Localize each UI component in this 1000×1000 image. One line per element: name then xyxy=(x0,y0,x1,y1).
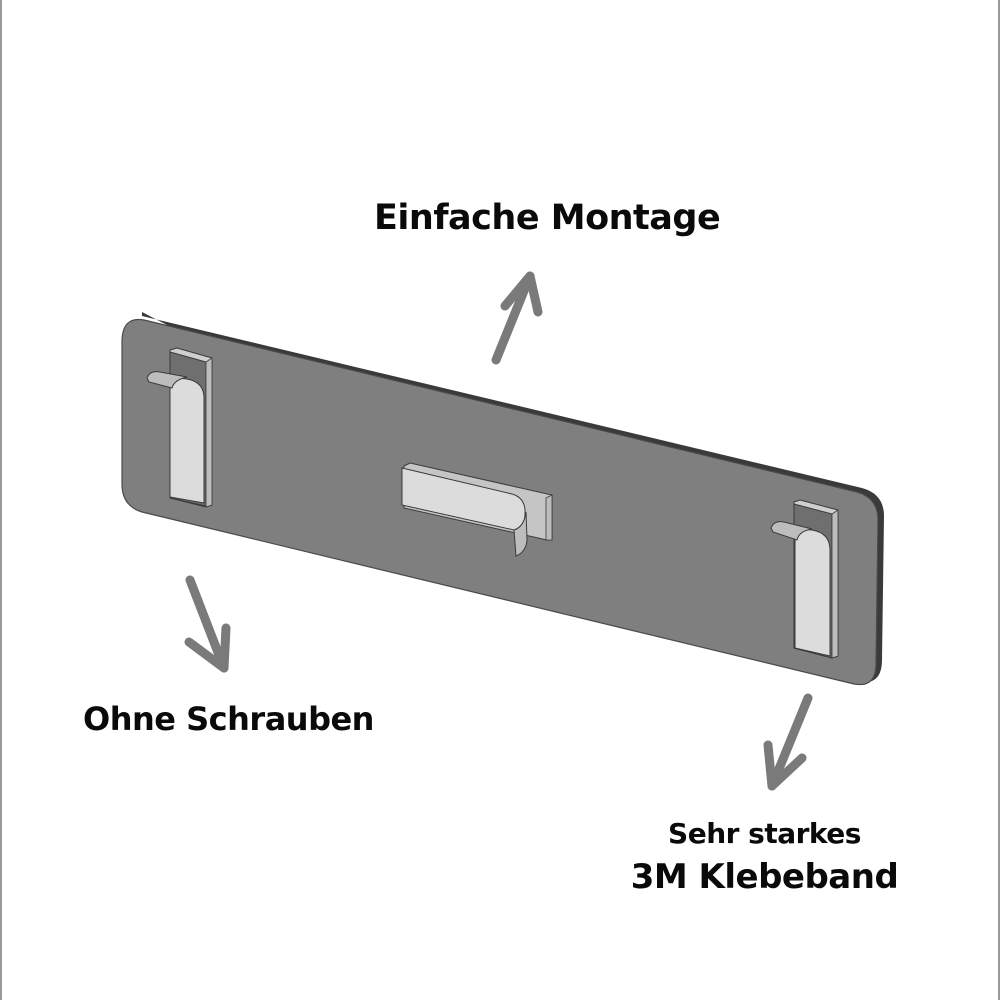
arrow-down-left-icon xyxy=(763,693,813,791)
arrow-up-right-icon xyxy=(491,271,543,365)
feature-label-3m-tape: Sehr starkes 3M Klebeband xyxy=(622,815,907,901)
arrow-down-right-icon xyxy=(184,575,231,673)
feature-label-easy-mounting: Einfache Montage xyxy=(374,198,721,238)
feature-label-3m-tape-line1: Sehr starkes xyxy=(668,817,861,850)
feature-label-no-screws: Ohne Schrauben xyxy=(83,700,374,738)
tape-strip-right xyxy=(770,499,839,659)
tape-strip-middle xyxy=(401,462,553,557)
feature-label-3m-tape-line2: 3M Klebeband xyxy=(630,857,899,897)
tape-strip-left xyxy=(146,347,213,508)
